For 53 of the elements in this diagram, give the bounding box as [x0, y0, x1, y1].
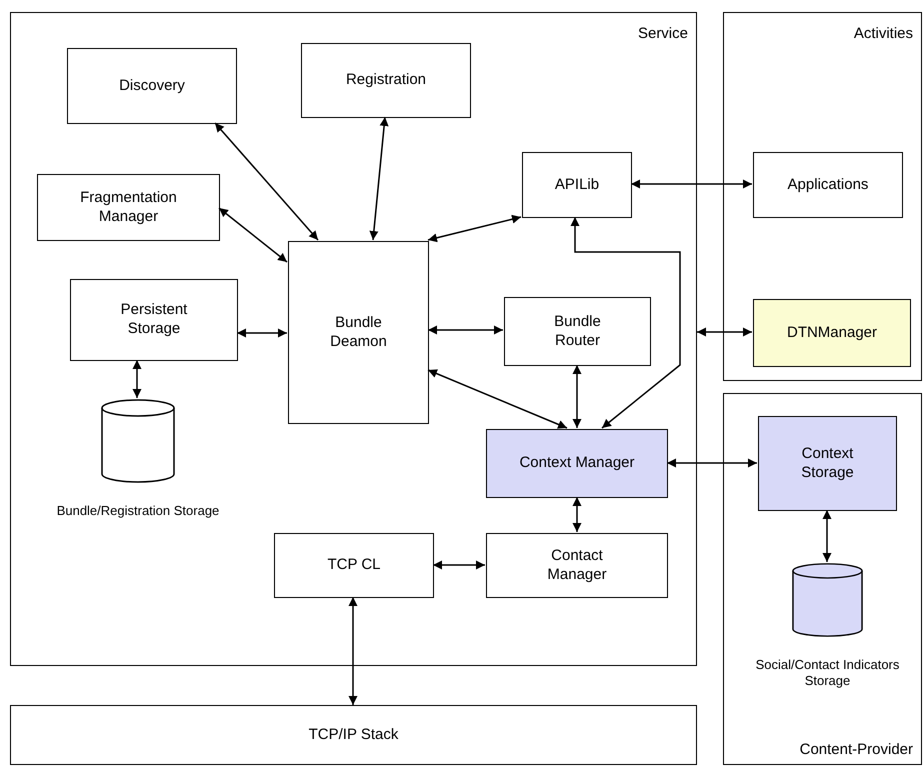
double-arrow — [348, 597, 358, 705]
container-panel — [10, 12, 697, 666]
box-label: Persistent Storage — [120, 301, 188, 339]
process-box — [70, 279, 238, 361]
panel-title: Activities — [854, 25, 913, 44]
process-box — [522, 152, 632, 218]
process-box — [288, 241, 429, 424]
double-arrow — [572, 497, 582, 532]
double-arrow — [697, 328, 752, 336]
box-label: TCP CL — [327, 556, 381, 575]
box-label: Bundle Router — [553, 312, 602, 350]
process-box — [67, 48, 237, 124]
double-arrow — [237, 328, 287, 338]
process-box — [753, 299, 911, 367]
box-label: Fragmentation Manager — [79, 188, 178, 226]
double-arrow — [433, 560, 485, 570]
double-arrow — [428, 214, 522, 242]
storage-caption: Bundle/Registration Storage — [56, 503, 220, 520]
double-arrow — [214, 122, 319, 240]
box-label: Registration — [346, 71, 426, 90]
double-arrow — [667, 458, 757, 468]
double-arrow — [428, 326, 503, 334]
panel-title: Content-Provider — [800, 741, 913, 760]
process-box — [37, 174, 220, 241]
box-label: APILib — [554, 176, 600, 194]
double-arrow — [428, 369, 568, 429]
box-label: Bundle Deamon — [329, 314, 388, 352]
process-box — [274, 533, 434, 598]
box-label: Context Manager — [519, 454, 635, 473]
double-arrow — [822, 510, 832, 562]
container-panel — [723, 393, 922, 765]
double-arrow — [132, 360, 142, 398]
process-box — [301, 43, 471, 118]
storage-caption: Social/Contact Indicators Storage — [754, 657, 900, 690]
process-box — [486, 429, 668, 498]
container-panel — [723, 12, 922, 381]
box-label: Context Storage — [800, 444, 855, 482]
layer-band — [10, 705, 697, 765]
process-box — [504, 297, 651, 366]
box-label: TCP/IP Stack — [308, 726, 398, 744]
box-label: Discovery — [119, 76, 185, 96]
panel-title: Service — [638, 25, 688, 44]
box-label: Applications — [788, 176, 868, 194]
double-arrow — [572, 365, 582, 428]
process-box — [753, 152, 903, 218]
double-arrow — [570, 217, 681, 429]
box-label: Contact Manager — [546, 546, 608, 584]
process-box — [486, 533, 668, 598]
double-arrow — [631, 180, 752, 188]
double-arrow — [369, 116, 389, 240]
box-label: DTNManager — [786, 324, 878, 342]
double-arrow — [218, 207, 288, 263]
process-box — [758, 416, 897, 511]
